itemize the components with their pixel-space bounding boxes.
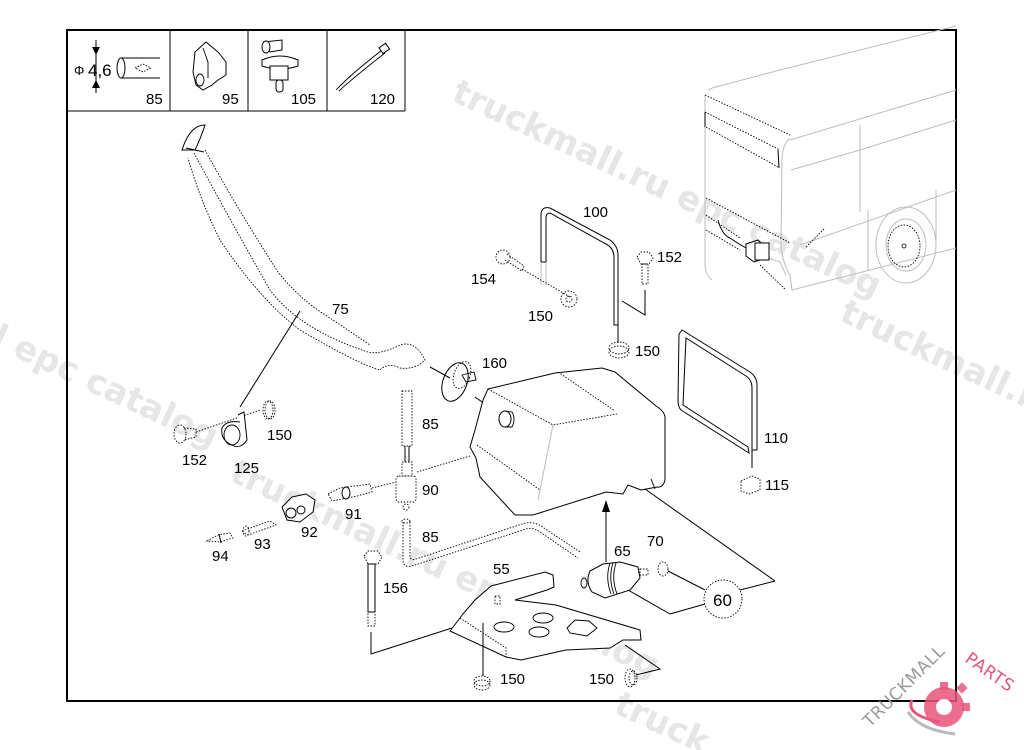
watermark-text: l epc catalog: [0, 317, 225, 457]
callout-70: 70: [647, 533, 664, 550]
legend-part-number: 120: [370, 91, 395, 108]
clip-icon: [192, 41, 227, 91]
legend-part-number: 105: [291, 91, 316, 108]
callout-125: 125: [234, 460, 259, 477]
bolt-154: 154: [471, 249, 525, 288]
callout-156: 156: [383, 580, 408, 597]
brand-logo: TRUCKMALL PARTS: [859, 641, 1018, 736]
connector-91: 91: [327, 481, 397, 523]
connector-90: 90: [395, 455, 471, 511]
nut-150-a: 150: [528, 290, 578, 325]
callout-152: 152: [182, 452, 207, 469]
callout-55: 55: [493, 561, 510, 578]
hose-85-upper: 85: [401, 390, 439, 462]
nozzle-94: 94: [205, 532, 234, 565]
callout-154: 154: [471, 271, 496, 288]
hose-icon: [116, 57, 160, 79]
callout-90: 90: [422, 482, 439, 499]
valve-92: 92: [281, 493, 318, 541]
filler-pipe: 75: [181, 124, 426, 408]
screw-152-b: 152: [173, 424, 207, 469]
connector-93: 93: [241, 520, 277, 553]
callout-150: 150: [500, 671, 525, 688]
callout-152: 152: [657, 249, 682, 266]
callout-60: 60: [713, 591, 732, 610]
callout-115: 115: [765, 477, 789, 494]
callout-150: 150: [589, 671, 614, 688]
watermark-text: truck: [608, 684, 717, 750]
callout-150: 150: [635, 343, 660, 360]
legend-part-number: 85: [146, 91, 163, 108]
cable-tie-icon: [335, 42, 391, 92]
watermark-text: truckmall.ru e: [834, 292, 1024, 443]
grommet-150-b: 150: [608, 341, 660, 360]
washer-reservoir-tank: [469, 367, 666, 516]
bolt-156: 156: [363, 550, 453, 655]
strap-110: 110: [677, 329, 788, 468]
callout-85: 85: [422, 529, 439, 546]
diameter-symbol: Φ: [74, 63, 84, 78]
diameter-value: 4,6: [88, 61, 112, 80]
gear-icon: [906, 682, 970, 736]
watermark-text: truckmall.ru epc catalog: [446, 72, 887, 306]
screw-152-a: 152: [621, 249, 682, 316]
callout-65: 65: [614, 543, 631, 560]
callout-160: 160: [482, 355, 507, 372]
clamp-125: 125: [221, 411, 259, 477]
bus-illustration: [704, 25, 957, 291]
callout-150: 150: [267, 427, 292, 444]
callout-92: 92: [301, 524, 318, 541]
hose-clamp-160: 160: [429, 355, 507, 419]
hose-85-lower: 85: [401, 518, 581, 567]
callout-94: 94: [212, 548, 229, 565]
callout-91: 91: [345, 506, 362, 523]
grommet-150-e: 150: [589, 644, 662, 688]
seal-70: 70: [647, 533, 669, 577]
callout-110: 110: [764, 430, 788, 447]
callout-93: 93: [254, 536, 271, 553]
washer-150-c: 150: [262, 400, 292, 444]
grommet-150-d: 150: [473, 623, 525, 691]
legend-table: Φ 4,6 85 95: [67, 30, 406, 112]
legend-part-number: 95: [222, 91, 239, 108]
mounting-plate-55: 55: [449, 561, 642, 661]
pad-115: 115: [740, 475, 789, 495]
callout-100: 100: [583, 204, 608, 221]
legend-cell-valve: 105: [261, 39, 316, 108]
bus-reservoir-highlight: [717, 219, 770, 263]
callout-85: 85: [422, 416, 439, 433]
valve-icon: [261, 39, 299, 93]
bus-wheel: [875, 206, 937, 284]
diameter-arrow-icon: [92, 40, 100, 93]
pump-65: 65: [580, 500, 649, 599]
legend-cell-hose: Φ 4,6 85: [74, 40, 163, 108]
legend-cell-clip: 95: [192, 41, 239, 108]
callout-75: 75: [332, 301, 349, 318]
callout-150: 150: [528, 308, 553, 325]
diagram-frame: [66, 29, 957, 702]
brand-name-part-2: PARTS: [961, 649, 1018, 697]
pump-assembly-60: 60: [627, 488, 776, 619]
bracket-assembly: 100 154 150 152 150: [471, 204, 682, 360]
legend-cell-cable-tie: 120: [335, 42, 395, 108]
